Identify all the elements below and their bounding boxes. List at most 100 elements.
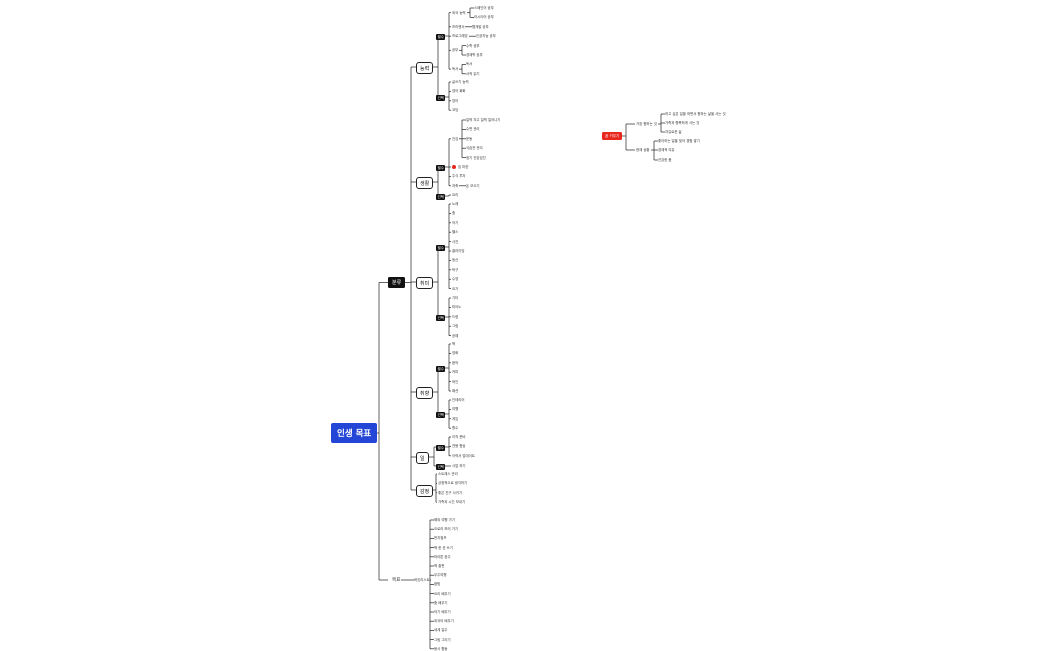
item-label[interactable]: 패션: [452, 389, 459, 393]
item-label[interactable]: 여행: [452, 407, 459, 412]
category-3[interactable]: 취향: [416, 387, 434, 399]
side-item-label[interactable]: 가족과 행복하게 사는 것: [665, 121, 700, 125]
category-4[interactable]: 일: [416, 452, 429, 464]
item-label[interactable]: 요리: [452, 193, 459, 197]
item-label[interactable]: 사진: [452, 239, 459, 244]
side-item-label[interactable]: 하고 싶은 일을 하면서 원하는 삶을 사는 것: [665, 112, 726, 116]
bucket-item[interactable]: 오로라 보러 가기: [434, 527, 458, 532]
item-label[interactable]: 외국 능력: [452, 10, 466, 15]
bucket-item[interactable]: 악기 배우기: [434, 610, 451, 614]
sub-item-label[interactable]: 러시아어 공부: [474, 15, 494, 20]
category-2[interactable]: 취미: [416, 277, 434, 289]
side-item-label[interactable]: 자유로운 삶: [665, 130, 682, 134]
item-label[interactable]: 음악: [452, 360, 459, 365]
sub-item-label[interactable]: 서적 읽기: [466, 71, 480, 76]
category-5[interactable]: 감정: [416, 485, 434, 497]
item-label[interactable]: 집 마련: [458, 165, 469, 169]
sub-item-label[interactable]: 일찍 자고 일찍 일어나기: [466, 118, 501, 122]
bucket-list-node[interactable]: 버킷리스트: [414, 577, 430, 582]
bucket-item[interactable]: 우주여행: [434, 573, 447, 578]
item-label[interactable]: 독서: [452, 67, 459, 72]
item-label[interactable]: 와인: [452, 379, 459, 384]
tag-optional: 선택: [436, 463, 446, 470]
sub-item-label[interactable]: 정기 건강검진: [466, 155, 486, 160]
item-label[interactable]: 등산: [452, 258, 459, 263]
sub-item-label[interactable]: 독서: [466, 62, 473, 67]
item-label[interactable]: 주식 투자: [452, 174, 466, 179]
bucket-item[interactable]: 봉사 활동: [434, 646, 448, 651]
goals-node[interactable]: 목표: [392, 578, 401, 583]
classify-node[interactable]: 분류: [388, 277, 406, 288]
item-label[interactable]: 기타: [452, 296, 459, 300]
bucket-item[interactable]: 책 출판: [434, 564, 445, 568]
sub-item-label[interactable]: 웹개발 공부: [472, 24, 489, 29]
item-label[interactable]: 춤: [452, 211, 456, 216]
side-item-label[interactable]: 건강한 몸: [658, 158, 672, 162]
item-label[interactable]: 인테리어: [452, 398, 465, 402]
bucket-item[interactable]: 외국어 배우기: [434, 619, 454, 624]
item-label[interactable]: 코딩: [452, 108, 459, 113]
item-label[interactable]: 건강: [452, 136, 459, 141]
side-root-node[interactable]: 꿈 키우기: [602, 132, 623, 140]
item-label[interactable]: 피아노: [452, 305, 462, 310]
item-label[interactable]: 영어 회화: [452, 89, 466, 94]
bucket-item[interactable]: 번지점프: [434, 536, 447, 541]
item-label[interactable]: 노래: [452, 202, 459, 206]
item-label[interactable]: 게임: [452, 416, 459, 421]
item-label[interactable]: 저축: [452, 183, 459, 188]
item-label[interactable]: 프로그래밍: [452, 34, 468, 39]
item-label[interactable]: 커피: [452, 370, 459, 375]
item-label[interactable]: 글쓰기 능력: [452, 80, 469, 84]
side-group-label[interactable]: 현재 상황: [636, 148, 650, 152]
sub-item-label[interactable]: 스페인어 공부: [474, 6, 494, 10]
item-label[interactable]: 영화: [452, 351, 459, 356]
item-label[interactable]: 향수: [452, 426, 459, 431]
category-0[interactable]: 능력: [416, 62, 434, 74]
item-label[interactable]: 좋은 친구 사귀기: [438, 490, 462, 495]
item-label[interactable]: 공예: [452, 333, 459, 338]
item-label[interactable]: 드럼: [452, 314, 459, 319]
sub-item-label[interactable]: 경제학 공부: [466, 53, 483, 57]
sub-item-label[interactable]: 인공지능 공부: [476, 34, 496, 39]
sub-item-label[interactable]: 식습관 관리: [466, 146, 483, 151]
item-label[interactable]: 스트레스 관리: [438, 472, 458, 476]
sub-item-label[interactable]: 운동: [466, 136, 473, 141]
item-label[interactable]: 클라이밍: [452, 249, 465, 253]
item-label[interactable]: 영어: [452, 98, 459, 103]
item-label[interactable]: 헬스: [452, 230, 459, 235]
side-item-label[interactable]: 좋아하는 일을 찾아 경험 쌓기: [658, 139, 700, 143]
bucket-item[interactable]: 요리 배우기: [434, 591, 451, 596]
item-label[interactable]: 이력서 업데이트: [452, 453, 475, 458]
bucket-item[interactable]: 그림 그리기: [434, 637, 451, 642]
side-item-label[interactable]: 경제적 여유: [658, 148, 675, 152]
item-label[interactable]: 탁구: [452, 267, 459, 272]
item-label[interactable]: 이직 준비: [452, 435, 466, 439]
bucket-item[interactable]: 세계 일주: [434, 628, 448, 633]
item-label[interactable]: 사업 하기: [452, 464, 466, 468]
bucket-item[interactable]: 춤 배우기: [434, 600, 448, 605]
bucket-item[interactable]: 해외 여행 가기: [434, 518, 455, 522]
category-1[interactable]: 생활: [416, 177, 434, 189]
item-label[interactable]: 악기: [452, 220, 459, 225]
item-label[interactable]: 프리랜서: [452, 24, 465, 29]
sub-item-label[interactable]: 수면 관리: [466, 127, 480, 132]
sub-item-label[interactable]: 돈 모으기: [466, 183, 480, 188]
sub-item-label[interactable]: 수학 공부: [466, 43, 480, 48]
item-label[interactable]: 요가: [452, 286, 459, 291]
tag-optional: 선택: [436, 411, 446, 418]
item-label[interactable]: 공부: [452, 48, 459, 53]
item-label[interactable]: 수영: [452, 277, 459, 282]
item-label[interactable]: 그림: [452, 324, 459, 329]
root-node[interactable]: 인생 목표: [331, 423, 378, 443]
bucket-item[interactable]: 마라톤 완주: [434, 554, 451, 559]
item-label[interactable]: 가족과 시간 보내기: [438, 500, 466, 505]
item-label[interactable]: 긍정적으로 생각하기: [438, 481, 468, 486]
side-group-label[interactable]: 가장 원하는 것: [636, 122, 657, 126]
bucket-item[interactable]: 캠핑: [434, 582, 441, 587]
tag-required: 필수: [436, 444, 446, 451]
item-label[interactable]: 연봉 협상: [452, 444, 466, 449]
item-label[interactable]: 책: [452, 342, 456, 346]
bucket-item[interactable]: 책 한 권 쓰기: [434, 545, 453, 550]
